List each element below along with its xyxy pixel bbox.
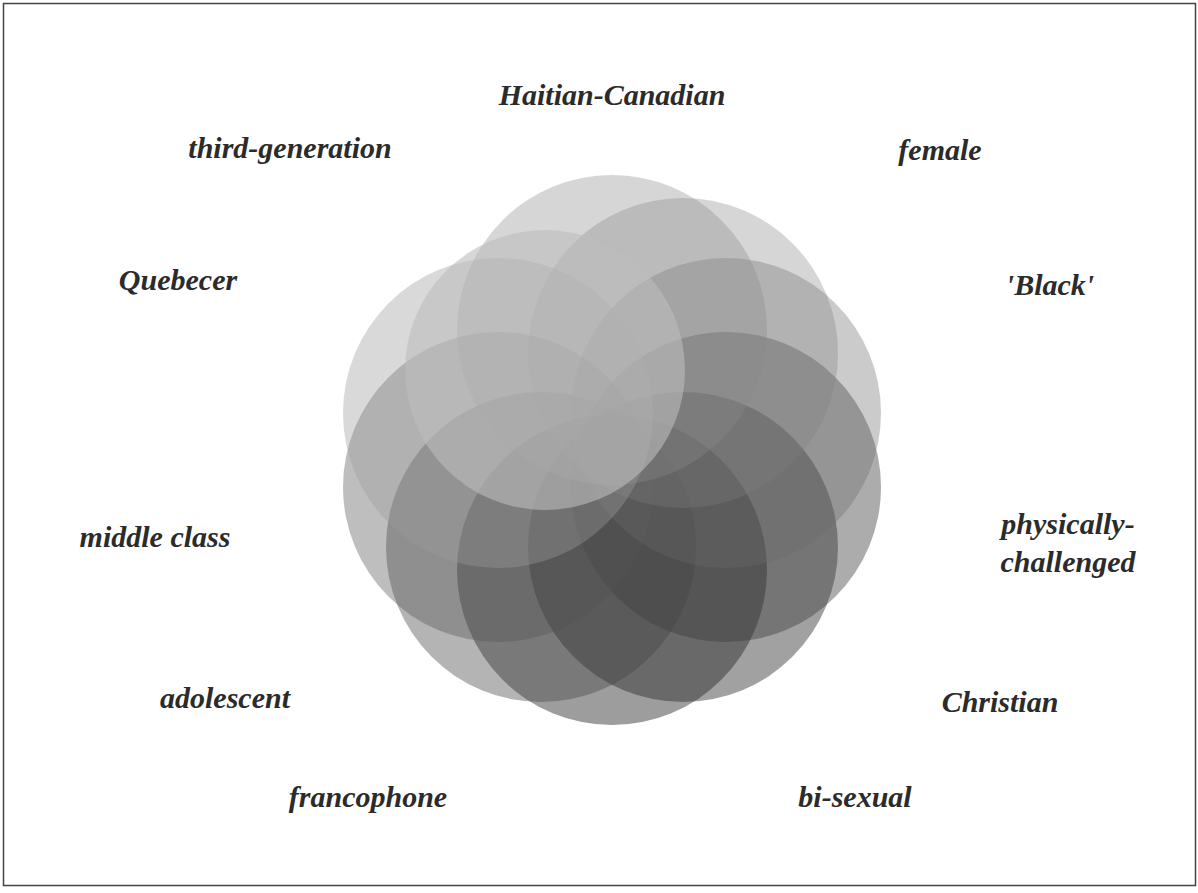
identity-label: physically-challenged: [973, 505, 1163, 580]
identity-label: middle class: [80, 518, 231, 556]
identity-label: Quebecer: [119, 261, 237, 299]
identity-label: francophone: [289, 778, 447, 816]
overlapping-circles: [343, 175, 881, 725]
identity-label: 'Black': [1006, 266, 1094, 304]
identity-label: female: [898, 131, 981, 169]
identity-label: Haitian-Canadian: [499, 76, 726, 114]
identity-label: third-generation: [188, 129, 391, 167]
frame: [4, 4, 1196, 886]
identity-label: Christian: [942, 683, 1059, 721]
identity-label: bi-sexual: [798, 778, 911, 816]
identity-circle: [405, 230, 685, 510]
identity-label: adolescent: [160, 679, 290, 717]
